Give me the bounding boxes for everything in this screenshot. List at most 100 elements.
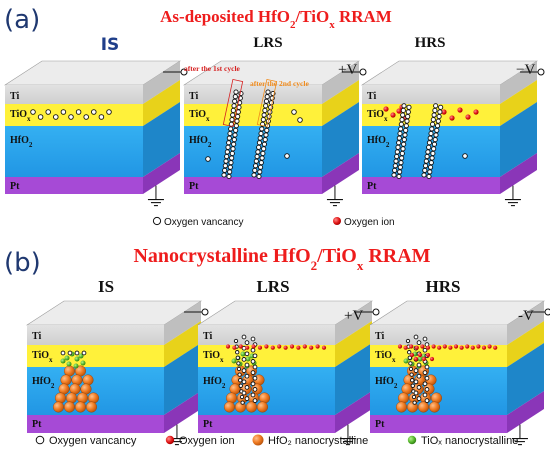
oxygen-ion <box>403 345 408 350</box>
oxygen-vacancy <box>250 347 256 353</box>
layer-side-face <box>500 153 537 194</box>
oxygen-vacancy <box>236 361 241 366</box>
oxygen-vacancy <box>261 112 267 118</box>
oxygen-vacancy <box>400 146 406 152</box>
oxygen-vacancy <box>428 130 434 137</box>
oxygen-vacancy <box>227 164 233 170</box>
oxygen-vacancy <box>262 137 268 143</box>
oxygen-vacancy <box>60 109 67 115</box>
oxygen-vacancy <box>75 109 82 115</box>
oxygen-vacancy <box>428 164 434 170</box>
hfo2-nanocrystal <box>82 374 94 386</box>
oxygen-vacancy <box>260 150 266 156</box>
tiox-nanocrystal <box>231 358 237 364</box>
oxygen-vacancy <box>53 114 59 120</box>
hfo2-nanocrystal <box>87 392 99 404</box>
tiox-nanocrystal <box>78 353 84 359</box>
oxygen-vacancy-icon <box>152 216 162 226</box>
pt-label: Pt <box>203 419 213 430</box>
oxygen-vacancy <box>405 338 411 344</box>
oxygen-vacancy <box>37 114 44 120</box>
oxygen-vacancy <box>438 104 444 110</box>
tiox-label: TiOx <box>10 109 31 123</box>
oxygen-vacancy <box>253 158 259 164</box>
oxygen-vacancy <box>403 123 409 129</box>
hfo2-nanocrystal <box>71 374 83 386</box>
hfo2-label: HfO2 <box>375 376 398 390</box>
oxygen-vacancy <box>397 164 403 170</box>
tiox-nanocrystal <box>240 351 246 357</box>
hfo2-nanocrystal <box>55 392 67 404</box>
oxygen-vacancy <box>260 117 266 123</box>
ti-label: Ti <box>32 331 41 342</box>
oxygen-vacancy <box>435 123 441 129</box>
oxygen-vacancy <box>227 130 233 137</box>
oxygen-vacancy <box>228 160 234 166</box>
layer-side-face <box>164 391 201 433</box>
panel-a-legend: Oxygen vancancy Oxygen ion <box>152 216 395 228</box>
oxygen-vacancy <box>423 158 429 164</box>
oxygen-vacancy <box>232 94 238 100</box>
oxygen-vacancy <box>252 375 258 381</box>
oxygen-vacancy <box>422 392 428 398</box>
ti-layer <box>184 85 322 104</box>
oxygen-vacancy <box>401 103 407 109</box>
terminal-icon <box>201 308 209 316</box>
oxygen-vacancy <box>250 392 256 398</box>
oxygen-ion <box>465 344 470 349</box>
oxygen-vacancy <box>425 149 431 155</box>
oxygen-vacancy <box>395 144 401 150</box>
pt-layer <box>184 177 322 194</box>
pt-label: Pt <box>375 419 385 430</box>
oxygen-vacancy <box>392 163 398 169</box>
oxygen-vacancy <box>256 173 262 180</box>
oxygen-vacancy <box>422 381 428 387</box>
oxygen-vacancy <box>435 118 441 124</box>
oxygen-vacancy <box>399 155 405 161</box>
ti-layer <box>198 325 335 345</box>
oxygen-vacancy <box>252 167 258 173</box>
tiox-nanocrystal-icon <box>407 435 417 445</box>
oxygen-ion <box>470 345 475 350</box>
hfo2-nanocrystal <box>60 374 72 386</box>
oxygen-vacancy <box>430 117 436 123</box>
ground-icon <box>511 438 528 446</box>
oxygen-vacancy <box>106 109 112 115</box>
oxygen-ion <box>396 108 402 114</box>
oxygen-vacancy <box>422 347 428 353</box>
oxygen-ion <box>493 345 498 350</box>
oxygen-vacancy <box>241 334 247 340</box>
oxygen-vacancy <box>396 135 402 141</box>
oxygen-vacancy <box>291 109 297 115</box>
ti-layer <box>5 85 143 104</box>
oxygen-vacancy <box>434 127 440 133</box>
oxygen-ion <box>309 345 314 350</box>
oxygen-ion <box>449 115 455 121</box>
oxygen-vacancy <box>258 130 264 137</box>
oxygen-vacancy <box>426 173 432 180</box>
pt-label: Pt <box>10 181 20 192</box>
hfo2-layer <box>184 126 322 177</box>
tiox-label: TiOx <box>189 109 210 123</box>
oxygen-vacancy <box>392 167 398 173</box>
oxygen-ion <box>238 344 243 349</box>
oxygen-vacancy <box>297 117 303 123</box>
oxygen-vacancy <box>232 98 238 104</box>
oxygen-ion <box>429 356 435 362</box>
oxygen-vacancy <box>241 390 247 396</box>
pt-layer <box>370 415 507 433</box>
oxygen-ion <box>465 114 471 120</box>
layer-side-face <box>507 321 544 367</box>
oxygen-ion-icon <box>333 217 341 225</box>
ti-label: Ti <box>375 331 384 342</box>
panel-a-state-lrs: LRS <box>253 35 282 51</box>
oxygen-vacancy <box>244 396 250 401</box>
ti-layer <box>27 325 164 345</box>
oxygen-ion <box>409 344 414 349</box>
oxygen-ion <box>425 345 431 350</box>
oxygen-vacancy <box>261 141 267 147</box>
oxygen-vacancy <box>261 146 267 152</box>
oxygen-vacancy <box>30 109 36 115</box>
